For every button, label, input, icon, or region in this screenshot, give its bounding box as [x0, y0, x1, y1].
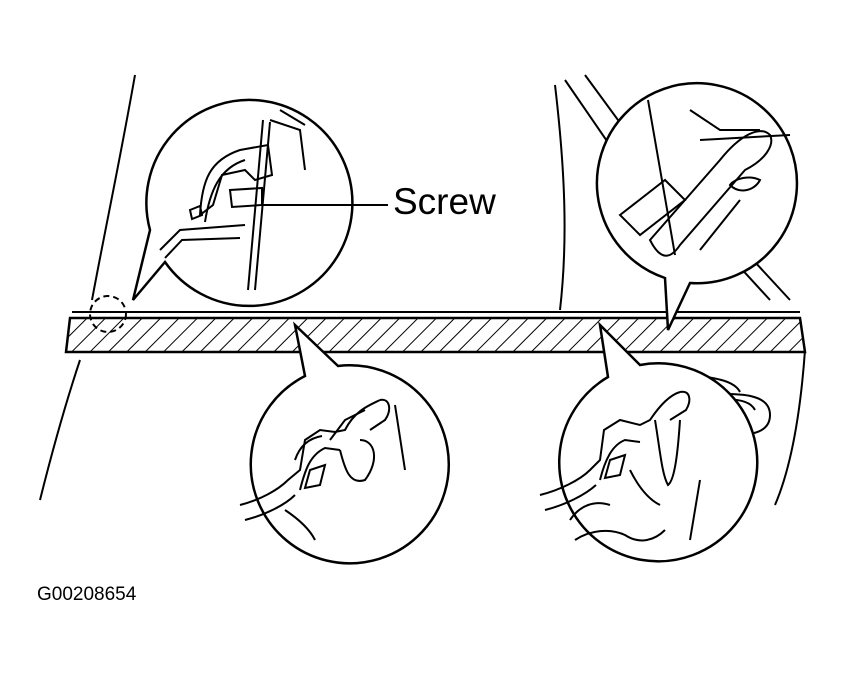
clip-location-marker [90, 296, 126, 332]
side-molding-strip [66, 312, 805, 352]
figure-code: G00208654 [37, 584, 137, 605]
screw-label: Screw [393, 181, 496, 222]
callout-bottom-right [540, 325, 757, 561]
callout-top-left [133, 100, 352, 306]
callout-bottom-middle [240, 325, 449, 563]
callout-top-right [597, 83, 797, 330]
